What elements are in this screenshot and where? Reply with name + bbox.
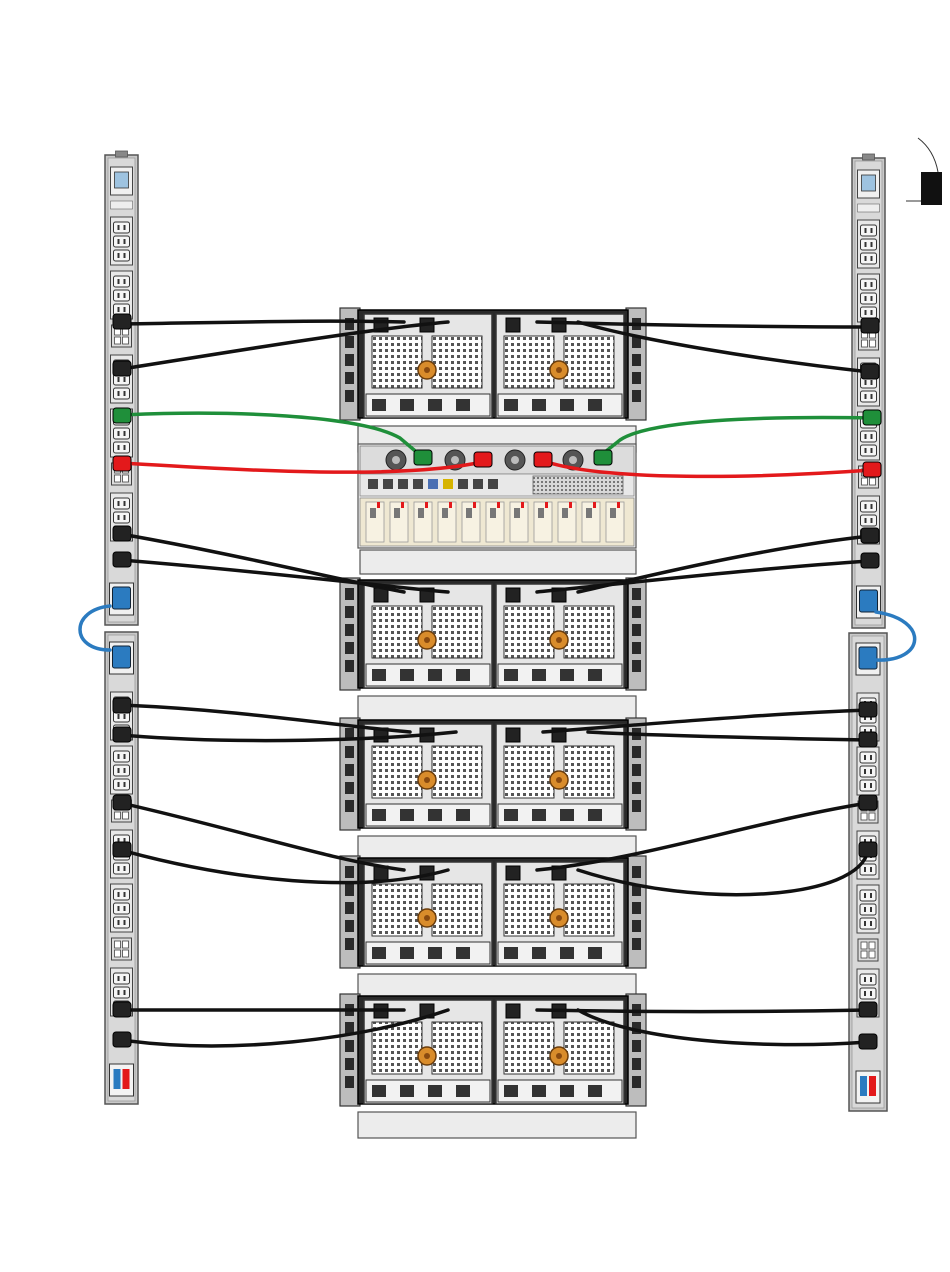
power-plug-icon: [113, 1002, 131, 1017]
blank-panel: [358, 1112, 636, 1138]
power-plug-icon: [861, 318, 879, 333]
fan-grill-icon: [504, 606, 554, 658]
power-cable-black-23: [537, 1010, 868, 1012]
pdu-display-icon: [862, 175, 876, 191]
power-plug-icon: [863, 410, 881, 425]
power-plug-icon: [594, 450, 612, 465]
fan-grill-icon: [564, 746, 614, 798]
power-inlet-icon: [113, 646, 131, 668]
fan-grill-icon: [372, 884, 422, 936]
power-plug-icon: [861, 528, 879, 543]
power-plug-icon: [859, 1034, 877, 1049]
storage-enclosure-3: [340, 718, 646, 862]
power-plug-icon: [113, 1032, 131, 1047]
fan-grill-icon: [564, 606, 614, 658]
fan-grill-icon: [432, 884, 482, 936]
power-plug-icon: [859, 842, 877, 857]
fan-grill-icon: [372, 606, 422, 658]
page-marker-icon: [906, 138, 942, 205]
breaker-switch-icon: [860, 1076, 867, 1096]
storage-enclosure-5: [340, 994, 646, 1138]
power-plug-icon: [113, 526, 131, 541]
fan-grill-icon: [564, 1022, 614, 1074]
power-plug-icon: [113, 314, 131, 329]
power-inlet-icon: [113, 587, 131, 609]
power-plug-icon: [859, 1002, 877, 1017]
pdu-display-icon: [115, 172, 129, 188]
fan-grill-icon: [504, 746, 554, 798]
breaker-switch-icon: [869, 1076, 876, 1096]
power-plug-icon: [113, 842, 131, 857]
power-plug-icon: [859, 732, 877, 747]
blank-panel: [358, 696, 636, 722]
fan-grill-icon: [372, 746, 422, 798]
fan-grill-icon: [432, 606, 482, 658]
fan-grill-icon: [504, 336, 554, 388]
power-plug-icon: [113, 727, 131, 742]
power-cable-green-7: [600, 418, 872, 456]
fan-grill-icon: [504, 1022, 554, 1074]
power-inlet-icon: [860, 590, 878, 612]
fan-grill-icon: [432, 1022, 482, 1074]
power-plug-icon: [861, 364, 879, 379]
power-plug-icon: [113, 698, 131, 713]
power-plug-icon: [113, 456, 131, 471]
power-plug-icon: [113, 795, 131, 810]
power-plug-icon: [414, 450, 432, 465]
blank-panel: [360, 550, 636, 574]
power-plug-icon: [474, 452, 492, 467]
breaker-switch-icon: [123, 1069, 130, 1089]
power-plug-icon: [863, 462, 881, 477]
fan-grill-icon: [372, 336, 422, 388]
storage-enclosure-2: [340, 578, 646, 722]
power-plug-icon: [859, 795, 877, 810]
fan-grill-icon: [504, 884, 554, 936]
power-plug-icon: [861, 553, 879, 568]
fan-grill-icon: [432, 336, 482, 388]
fan-grill-icon: [564, 884, 614, 936]
breaker-switch-icon: [114, 1069, 121, 1089]
fan-grill-icon: [564, 336, 614, 388]
fan-grill-icon: [432, 746, 482, 798]
power-plug-icon: [113, 552, 131, 567]
power-inlet-icon: [859, 647, 877, 669]
power-plug-icon: [534, 452, 552, 467]
power-plug-icon: [113, 408, 131, 423]
power-plug-icon: [859, 702, 877, 717]
power-plug-icon: [113, 361, 131, 376]
